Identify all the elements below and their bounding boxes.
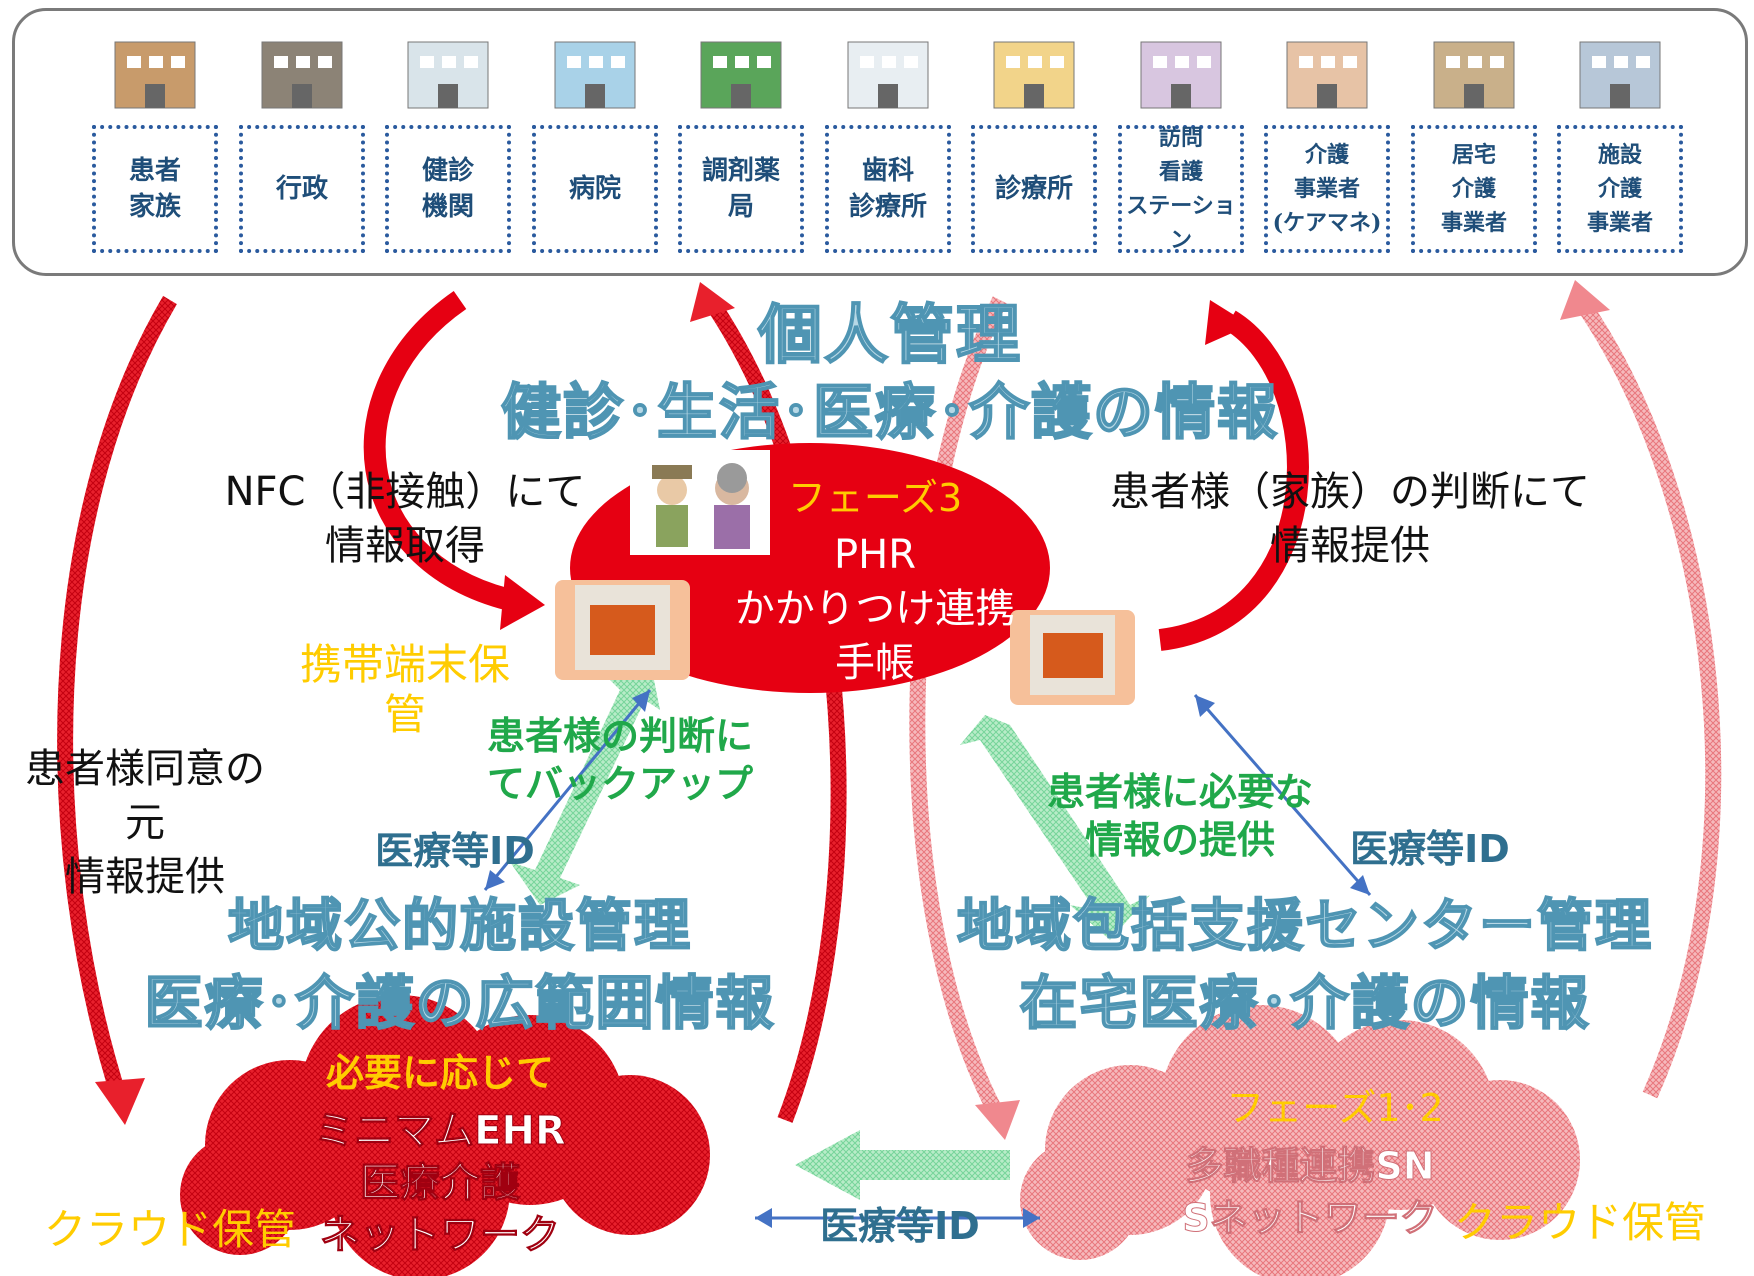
office-building-icon <box>242 22 362 118</box>
device-storage-label: 携帯端末保 管 <box>299 640 510 739</box>
consent-note: 患者様同意の 元 情報提供 <box>25 746 265 900</box>
nfc-arrow <box>363 290 513 611</box>
right-cloud <box>1020 1005 1580 1276</box>
stakeholder-box: 病院 <box>532 125 658 253</box>
community-center-title: 地域包括支援センター管理 <box>956 894 1653 960</box>
family-provide-arrow <box>1158 310 1309 651</box>
home-care-info-title: 在宅医療･介護の情報 <box>1018 969 1591 1037</box>
right-outer-arrow <box>1573 295 1722 1099</box>
phase3-label: フェーズ3 <box>787 476 963 520</box>
nfc-note: NFC（非接触）にて 情報取得 <box>224 469 586 569</box>
facility-care-icon <box>1560 22 1680 118</box>
as-needed-label: 必要に応じて <box>325 1051 554 1095</box>
hospital-icon <box>535 22 655 118</box>
medical-id-bottom-label: 医療等ID <box>820 1204 980 1248</box>
stakeholder-box: 患者 家族 <box>92 125 218 253</box>
elderly-couple-icon <box>630 450 770 555</box>
left-cloud <box>180 995 710 1276</box>
stakeholder-box: 施設 介護 事業者 <box>1557 125 1683 253</box>
left-cloud-text: ミニマムEHR 医療介護 ネットワーク <box>314 1108 567 1259</box>
visiting-nurse-icon <box>1121 22 1241 118</box>
stakeholder-box: 行政 <box>239 125 365 253</box>
medical-id-left-label: 医療等ID <box>375 829 535 873</box>
clinic-icon <box>974 22 1094 118</box>
right-inner-arrowhead <box>975 1100 1020 1140</box>
pharmacy-icon <box>681 22 801 118</box>
stakeholder-box: 健診 機関 <box>385 125 511 253</box>
phase12-label: フェーズ1･2 <box>1226 1086 1444 1130</box>
phone-left-icon <box>555 580 690 680</box>
family-icon <box>95 22 215 118</box>
right-inner-arrow <box>909 296 1008 1124</box>
family-judgement-note: 患者様（家族）の判断にて 情報提供 <box>1110 469 1590 569</box>
left-cloud-storage-label: クラウド保管 <box>43 1205 296 1254</box>
id-arrow-left <box>483 689 652 891</box>
stakeholder-box: 診療所 <box>971 125 1097 253</box>
needed-info-green-arrow <box>960 715 1150 940</box>
personal-info-title: 健診･生活･医療･介護の情報 <box>500 377 1279 449</box>
stakeholder-box: 介護 事業者 (ケアマネ) <box>1264 125 1390 253</box>
stakeholder-box: 調剤薬 局 <box>678 125 804 253</box>
stakeholder-box: 訪問 看護 ステーション <box>1118 125 1244 253</box>
left-outer-arrowhead <box>95 1078 145 1125</box>
stakeholder-box: 歯科 診療所 <box>825 125 951 253</box>
stakeholder-box: 居宅 介護 事業者 <box>1411 125 1537 253</box>
cloud-transfer-green-arrow <box>795 1130 1010 1200</box>
needed-info-note: 患者様に必要な 情報の提供 <box>1046 770 1313 862</box>
checkup-facility-icon <box>388 22 508 118</box>
backup-note: 患者様の判断に てバックアップ <box>486 714 753 806</box>
right-outer-arrowhead <box>1560 280 1610 320</box>
left-inner-arrow <box>703 295 847 1123</box>
family-provide-arrowhead <box>1205 300 1250 345</box>
phr-ellipse-text: PHR かかりつけ連携 手帳 <box>734 532 1016 686</box>
wide-area-info-title: 医療･介護の広範囲情報 <box>143 969 776 1037</box>
right-cloud-text: 多職種連携SN Sネットワーク <box>1182 1144 1438 1241</box>
personal-management-title: 個人管理 <box>757 299 1022 373</box>
left-inner-arrowhead <box>690 282 735 322</box>
phone-right-icon <box>1010 610 1135 705</box>
right-cloud-storage-label: クラウド保管 <box>1453 1198 1706 1247</box>
id-arrow-right <box>1193 694 1372 896</box>
care-manager-icon <box>1267 22 1387 118</box>
nfc-arrowhead <box>500 575 545 630</box>
home-care-icon <box>1414 22 1534 118</box>
regional-facility-title: 地域公的施設管理 <box>227 894 692 960</box>
dental-clinic-icon <box>828 22 948 118</box>
medical-id-right-label: 医療等ID <box>1350 827 1510 871</box>
left-outer-arrow <box>57 295 177 1103</box>
